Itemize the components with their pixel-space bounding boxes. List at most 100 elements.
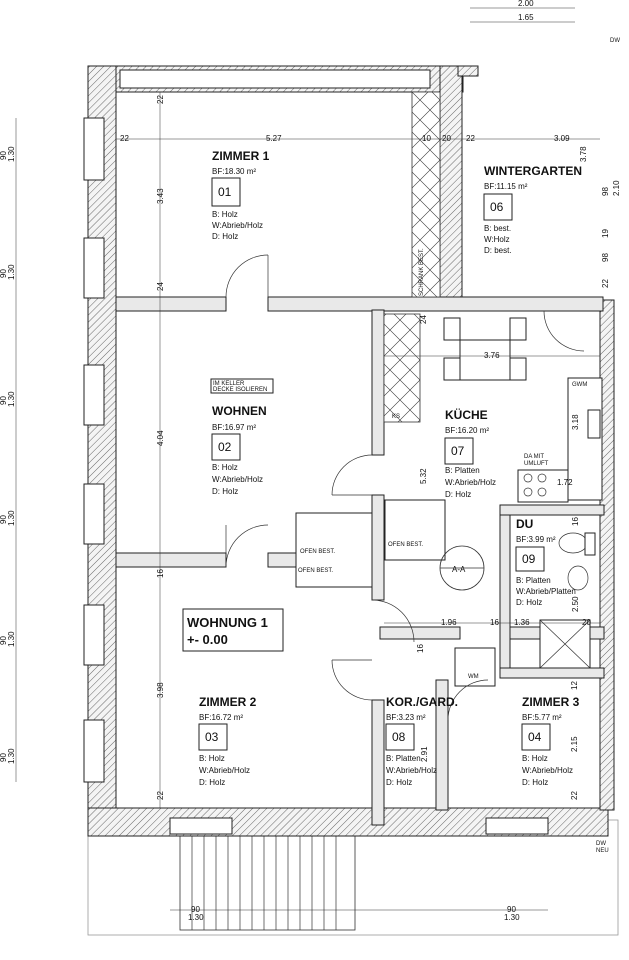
svg-text:01: 01 — [218, 185, 232, 199]
svg-text:1.30: 1.30 — [504, 913, 520, 922]
svg-text:W:Abrieb/Platten: W:Abrieb/Platten — [516, 587, 576, 596]
svg-text:B: best.: B: best. — [484, 224, 511, 233]
svg-text:B: Platten: B: Platten — [516, 576, 551, 585]
svg-text:+- 0.00: +- 0.00 — [187, 632, 228, 647]
svg-text:ZIMMER 1: ZIMMER 1 — [212, 149, 270, 163]
svg-text:1.30: 1.30 — [7, 146, 16, 162]
unit-label: WOHNUNG 1 +- 0.00 — [182, 608, 284, 652]
svg-text:W:Holz: W:Holz — [484, 235, 510, 244]
plan-notes: IM KELLER DECKE ISOLIEREN SCHRANK BEST. … — [210, 38, 620, 854]
svg-text:20: 20 — [582, 618, 591, 627]
svg-text:16: 16 — [490, 618, 499, 627]
svg-text:BF:5.77 m²: BF:5.77 m² — [522, 713, 562, 722]
svg-text:OFEN BEST.: OFEN BEST. — [300, 549, 335, 555]
svg-text:W:Abrieb/Holz: W:Abrieb/Holz — [522, 766, 573, 775]
svg-text:KÜCHE: KÜCHE — [445, 407, 488, 422]
svg-text:W:Abrieb/Holz: W:Abrieb/Holz — [199, 766, 250, 775]
svg-text:04: 04 — [528, 730, 542, 744]
svg-text:22: 22 — [570, 791, 579, 800]
svg-text:5.32: 5.32 — [419, 468, 428, 484]
svg-text:B: Platten: B: Platten — [386, 754, 421, 763]
room-wohnen: WOHNEN BF:16.97 m² 02 B: Holz W:Abrieb/H… — [211, 404, 267, 496]
bottom-window-2 — [485, 817, 549, 835]
svg-text:2.50: 2.50 — [571, 596, 580, 612]
svg-text:22: 22 — [120, 134, 129, 143]
svg-text:D: Holz: D: Holz — [445, 490, 471, 499]
svg-text:D: Holz: D: Holz — [522, 778, 548, 787]
svg-text:1.30: 1.30 — [7, 631, 16, 647]
svg-text:BF:16.20 m²: BF:16.20 m² — [445, 426, 489, 435]
svg-text:90: 90 — [0, 269, 8, 278]
svg-text:98: 98 — [601, 253, 610, 262]
svg-text:90: 90 — [0, 396, 8, 405]
svg-text:2.91: 2.91 — [420, 746, 429, 762]
svg-text:D: Holz: D: Holz — [212, 487, 238, 496]
section-marker — [439, 545, 485, 591]
svg-text:3.98: 3.98 — [156, 682, 165, 698]
svg-text:ZIMMER 2: ZIMMER 2 — [199, 695, 257, 709]
svg-text:1.72: 1.72 — [557, 478, 573, 487]
left-windows — [83, 117, 105, 783]
oven-kueche — [384, 499, 446, 561]
svg-text:1.30: 1.30 — [188, 913, 204, 922]
oven-wohnen — [295, 512, 373, 588]
svg-text:DU: DU — [516, 517, 533, 531]
svg-text:3.43: 3.43 — [156, 188, 165, 204]
svg-text:19: 19 — [601, 229, 610, 238]
svg-text:WOHNUNG 1: WOHNUNG 1 — [187, 615, 268, 630]
svg-text:BF:11.15 m²: BF:11.15 m² — [484, 182, 528, 191]
svg-text:D: Holz: D: Holz — [199, 778, 225, 787]
svg-text:16: 16 — [156, 569, 165, 578]
svg-text:A-A: A-A — [452, 565, 466, 574]
svg-text:D: Holz: D: Holz — [386, 778, 412, 787]
svg-text:W:Abrieb/Holz: W:Abrieb/Holz — [386, 766, 437, 775]
svg-text:90: 90 — [0, 753, 8, 762]
svg-text:1.30: 1.30 — [7, 748, 16, 764]
room-zimmer-1: ZIMMER 1 BF:18.30 m² 01 B: Holz W:Abrieb… — [211, 149, 270, 241]
svg-text:16: 16 — [571, 517, 580, 526]
svg-text:BF:18.30 m²: BF:18.30 m² — [212, 167, 256, 176]
bottom-window-1 — [169, 817, 233, 835]
svg-text:SCHRANK BEST.: SCHRANK BEST. — [419, 248, 425, 296]
svg-text:22: 22 — [466, 134, 475, 143]
svg-text:OFEN BEST.: OFEN BEST. — [298, 568, 333, 574]
svg-text:98: 98 — [601, 187, 610, 196]
interior-walls — [115, 296, 605, 826]
doors — [225, 254, 585, 721]
svg-text:KS: KS — [392, 414, 400, 420]
kitchen-counter — [517, 377, 603, 503]
svg-text:1.36: 1.36 — [514, 618, 530, 627]
svg-text:DW: DW — [610, 38, 620, 44]
dimension-labels: 2.00 1.65 22 5.27 10 20 22 3.09 3.78 3.4… — [0, 0, 621, 922]
svg-text:3.78: 3.78 — [579, 146, 588, 162]
svg-text:3.18: 3.18 — [571, 414, 580, 430]
svg-text:07: 07 — [451, 444, 465, 458]
svg-text:B: Holz: B: Holz — [212, 463, 238, 472]
wardrobe-zimmer-1 — [411, 91, 441, 298]
svg-text:B: Holz: B: Holz — [522, 754, 548, 763]
svg-text:02: 02 — [218, 440, 232, 454]
svg-text:BF:3.99 m²: BF:3.99 m² — [516, 535, 556, 544]
bathroom-fixtures — [539, 532, 596, 669]
svg-text:24: 24 — [156, 282, 165, 291]
svg-text:09: 09 — [522, 552, 536, 566]
top-window — [119, 69, 431, 89]
svg-text:B: Platten: B: Platten — [445, 466, 480, 475]
svg-text:BF:16.97 m²: BF:16.97 m² — [212, 423, 256, 432]
svg-text:WOHNEN: WOHNEN — [212, 404, 267, 418]
svg-text:3.09: 3.09 — [554, 134, 570, 143]
svg-text:DECKE ISOLIEREN: DECKE ISOLIEREN — [213, 387, 267, 393]
svg-text:90: 90 — [507, 905, 516, 914]
entrance-stairs — [179, 834, 356, 931]
svg-text:DA MIT: DA MIT — [524, 454, 544, 460]
room-du: DU BF:3.99 m² 09 B: Platten W:Abrieb/Pla… — [515, 517, 576, 607]
svg-text:16: 16 — [416, 644, 425, 653]
room-zimmer-3: ZIMMER 3 BF:5.77 m² 04 B: Holz W:Abrieb/… — [521, 695, 580, 787]
svg-text:4.04: 4.04 — [156, 430, 165, 446]
svg-text:W:Abrieb/Holz: W:Abrieb/Holz — [212, 475, 263, 484]
svg-text:ZIMMER 3: ZIMMER 3 — [522, 695, 580, 709]
svg-text:D: Holz: D: Holz — [516, 598, 542, 607]
svg-text:OFEN BEST.: OFEN BEST. — [388, 542, 423, 548]
svg-text:DW: DW — [596, 841, 606, 847]
dining-table — [443, 317, 527, 381]
